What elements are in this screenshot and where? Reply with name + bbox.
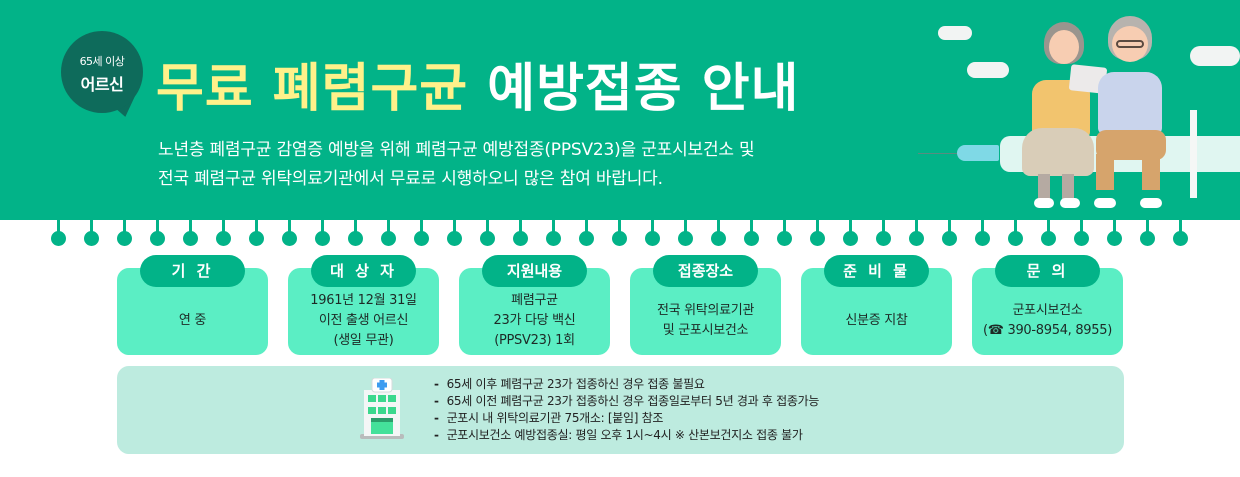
rail-dot — [348, 220, 363, 246]
rail-dot — [414, 220, 429, 246]
notes-box: 65세 이후 폐렴구균 23가 접종하신 경우 접종 불필요 65세 이전 폐렴… — [117, 366, 1124, 454]
rail-dot — [777, 220, 792, 246]
description: 노년층 폐렴구균 감염증 예방을 위해 폐렴구균 예방접종(PPSV23)을 군… — [158, 136, 755, 194]
note-item: 65세 이전 폐렴구균 23가 접종하신 경우 접종일로부터 5년 경과 후 접… — [434, 393, 820, 410]
rail-dot — [744, 220, 759, 246]
syringe-needle — [918, 153, 958, 154]
card-label: 지원내용 — [482, 255, 587, 287]
card-label: 대 상 자 — [311, 255, 416, 287]
rail-dot — [843, 220, 858, 246]
rail-dot — [381, 220, 396, 246]
age-badge-bubble: 65세 이상 어르신 — [61, 31, 143, 113]
rail-dot — [315, 220, 330, 246]
cloud-icon — [938, 26, 972, 40]
rail-dot — [480, 220, 495, 246]
rail-dot — [909, 220, 924, 246]
note-item: 65세 이후 폐렴구균 23가 접종하신 경우 접종 불필요 — [434, 376, 819, 393]
rail-dot — [711, 220, 726, 246]
rail-dot — [282, 220, 297, 246]
rail-dot — [942, 220, 957, 246]
dot-rail-divider — [0, 220, 1240, 250]
card-content: 전국 위탁의료기관 및 군포시보건소 — [656, 302, 755, 338]
rail-dot — [612, 220, 627, 246]
rail-dot — [678, 220, 693, 246]
elderly-man-figure — [1090, 14, 1170, 210]
card-content: 1961년 12월 31일 이전 출생 어르신 (생일 무관) — [310, 292, 417, 348]
rail-dot — [249, 220, 264, 246]
card-content: 폐렴구균 23가 다당 백신 (PPSV23) 1회 — [493, 292, 576, 348]
note-item: 군포시 내 위탁의료기관 75개소: [붙임] 참조 — [434, 410, 819, 427]
card-label: 준 비 물 — [824, 255, 929, 287]
cloud-icon — [1190, 46, 1240, 66]
age-badge-small: 65세 이상 — [79, 55, 125, 68]
info-card-target: 대 상 자 1961년 12월 31일 이전 출생 어르신 (생일 무관) — [288, 255, 439, 355]
title-rest: 예방접종 안내 — [487, 59, 800, 119]
rail-dot — [1140, 220, 1155, 246]
description-line-2: 전국 폐렴구균 위탁의료기관에서 무료로 시행하오니 많은 참여 바랍니다. — [158, 169, 663, 189]
rail-dot — [1074, 220, 1089, 246]
rail-dot — [810, 220, 825, 246]
rail-dot — [546, 220, 561, 246]
rail-dot — [1041, 220, 1056, 246]
rail-dot — [216, 220, 231, 246]
cloud-icon — [967, 62, 1009, 78]
card-content: 연 중 — [178, 312, 207, 328]
rail-dot — [51, 220, 66, 246]
card-content: 신분증 지참 — [845, 312, 908, 328]
header-banner: 65세 이상 어르신 무료 폐렴구균 예방접종 안내 노년층 폐렴구균 감염증 … — [0, 0, 1240, 220]
note-item: 군포시보건소 예방접종실: 평일 오후 1시~4시 ※ 산본보건지소 접종 불가 — [434, 427, 819, 444]
card-label: 기 간 — [140, 255, 245, 287]
rail-dot — [1173, 220, 1188, 246]
syringe-flange — [1190, 110, 1197, 198]
info-card-contact: 문 의 군포시보건소 (☎ 390-8954, 8955) — [972, 255, 1123, 355]
page-title: 무료 폐렴구균 예방접종 안내 — [156, 56, 799, 122]
rail-dot — [513, 220, 528, 246]
info-card-support: 지원내용 폐렴구균 23가 다당 백신 (PPSV23) 1회 — [459, 255, 610, 355]
title-highlight: 무료 폐렴구균 — [156, 59, 469, 119]
rail-dot — [579, 220, 594, 246]
notes-list: 65세 이후 폐렴구균 23가 접종하신 경우 접종 불필요 65세 이전 폐렴… — [434, 376, 820, 444]
info-card-location: 접종장소 전국 위탁의료기관 및 군포시보건소 — [630, 255, 781, 355]
rail-dot — [447, 220, 462, 246]
rail-dot — [183, 220, 198, 246]
syringe-hub — [957, 145, 999, 161]
rail-dot — [645, 220, 660, 246]
rail-dot — [84, 220, 99, 246]
elderly-couple-syringe-illustration — [900, 0, 1240, 220]
description-line-1: 노년층 폐렴구균 감염증 예방을 위해 폐렴구균 예방접종(PPSV23)을 군… — [158, 140, 755, 160]
rail-dot — [117, 220, 132, 246]
card-content: 군포시보건소 (☎ 390-8954, 8955) — [982, 302, 1112, 338]
card-label: 문 의 — [995, 255, 1100, 287]
rail-dot — [150, 220, 165, 246]
hospital-icon — [360, 378, 404, 439]
card-label: 접종장소 — [653, 255, 758, 287]
rail-dot — [1008, 220, 1023, 246]
rail-dot — [1107, 220, 1122, 246]
rail-dot — [876, 220, 891, 246]
info-card-requirements: 준 비 물 신분증 지참 — [801, 255, 952, 355]
rail-dot — [975, 220, 990, 246]
info-card-period: 기 간 연 중 — [117, 255, 268, 355]
age-badge-big: 어르신 — [80, 75, 124, 94]
